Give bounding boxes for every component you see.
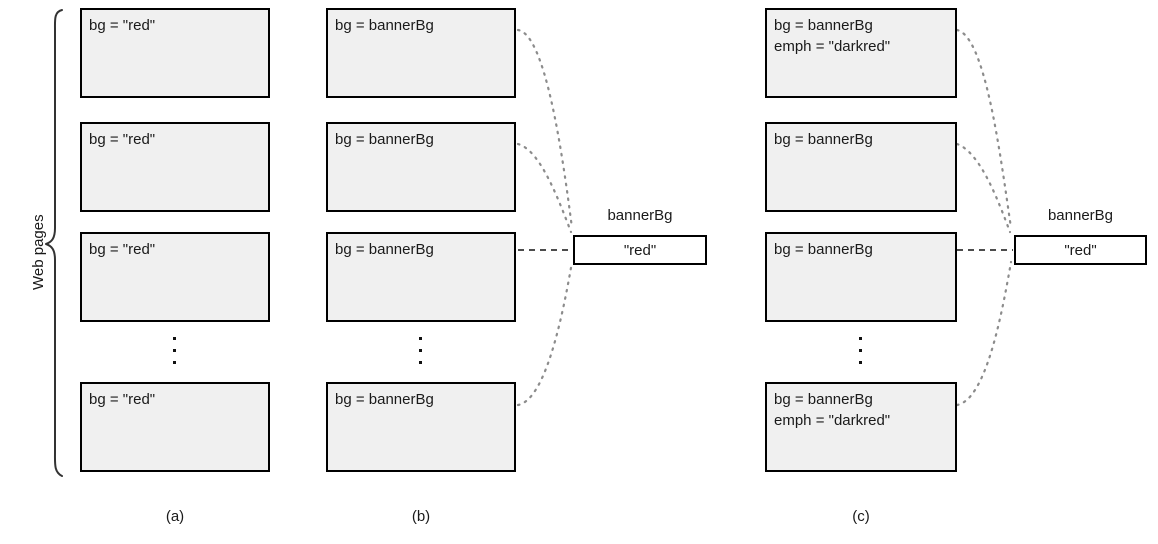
page-box-c-2[interactable]: bg = bannerBg [765, 122, 957, 212]
caption-c: (c) [852, 508, 870, 525]
page-box-c-4[interactable]: bg = bannerBg emph = "darkred" [765, 382, 957, 472]
page-box-a-3-lines: bg = "red" [89, 239, 155, 260]
vertical-ellipsis-icon-b [415, 337, 425, 364]
page-box-c-2-lines: bg = bannerBg [774, 129, 873, 150]
vertical-ellipsis-icon-a [169, 337, 179, 364]
value-label-c: bannerBg [1047, 207, 1114, 224]
page-box-b-2[interactable]: bg = bannerBg [326, 122, 516, 212]
attr-line: bg = bannerBg [335, 131, 434, 148]
attr-line: bg = bannerBg [335, 241, 434, 258]
caption-b: (b) [411, 508, 431, 525]
page-box-b-1-lines: bg = bannerBg [335, 15, 434, 36]
attr-line: bg = "red" [89, 131, 156, 148]
page-box-c-4-lines: bg = bannerBg emph = "darkred" [774, 389, 890, 431]
page-box-c-1[interactable]: bg = bannerBg emph = "darkred" [765, 8, 957, 98]
web-pages-brace [45, 9, 63, 477]
attr-line: bg = "red" [89, 241, 156, 258]
attr-line: bg = bannerBg [774, 17, 873, 34]
page-box-b-3[interactable]: bg = bannerBg [326, 232, 516, 322]
attr-line: bg = bannerBg [335, 17, 434, 34]
connectors-column-b [516, 28, 574, 407]
web-pages-label: Web pages [30, 214, 47, 290]
page-box-a-2-lines: bg = "red" [89, 129, 155, 150]
value-box-c[interactable]: "red" [1014, 235, 1147, 265]
attr-line: bg = bannerBg [774, 241, 873, 258]
page-box-a-3[interactable]: bg = "red" [80, 232, 270, 322]
page-box-c-3[interactable]: bg = bannerBg [765, 232, 957, 322]
attr-line: bg = bannerBg [335, 391, 434, 408]
attr-line: bg = bannerBg [774, 391, 873, 408]
page-box-b-4[interactable]: bg = bannerBg [326, 382, 516, 472]
attr-line: bg = "red" [89, 17, 156, 34]
caption-a: (a) [165, 508, 185, 525]
page-box-a-4-lines: bg = "red" [89, 389, 155, 410]
attr-line: emph = "darkred" [774, 38, 891, 55]
page-box-b-3-lines: bg = bannerBg [335, 239, 434, 260]
page-box-a-2[interactable]: bg = "red" [80, 122, 270, 212]
attr-line: emph = "darkred" [774, 412, 891, 429]
attr-line: bg = "red" [89, 391, 156, 408]
page-box-c-3-lines: bg = bannerBg [774, 239, 873, 260]
value-box-b[interactable]: "red" [573, 235, 707, 265]
attr-line: bg = bannerBg [774, 131, 873, 148]
page-box-a-1-lines: bg = "red" [89, 15, 155, 36]
connectors-column-c [955, 28, 1013, 407]
page-box-c-1-lines: bg = bannerBg emph = "darkred" [774, 15, 890, 57]
page-box-b-2-lines: bg = bannerBg [335, 129, 434, 150]
page-box-b-4-lines: bg = bannerBg [335, 389, 434, 410]
page-box-a-1[interactable]: bg = "red" [80, 8, 270, 98]
page-box-a-4[interactable]: bg = "red" [80, 382, 270, 472]
page-box-b-1[interactable]: bg = bannerBg [326, 8, 516, 98]
value-label-b: bannerBg [607, 207, 673, 224]
vertical-ellipsis-icon-c [855, 337, 865, 364]
